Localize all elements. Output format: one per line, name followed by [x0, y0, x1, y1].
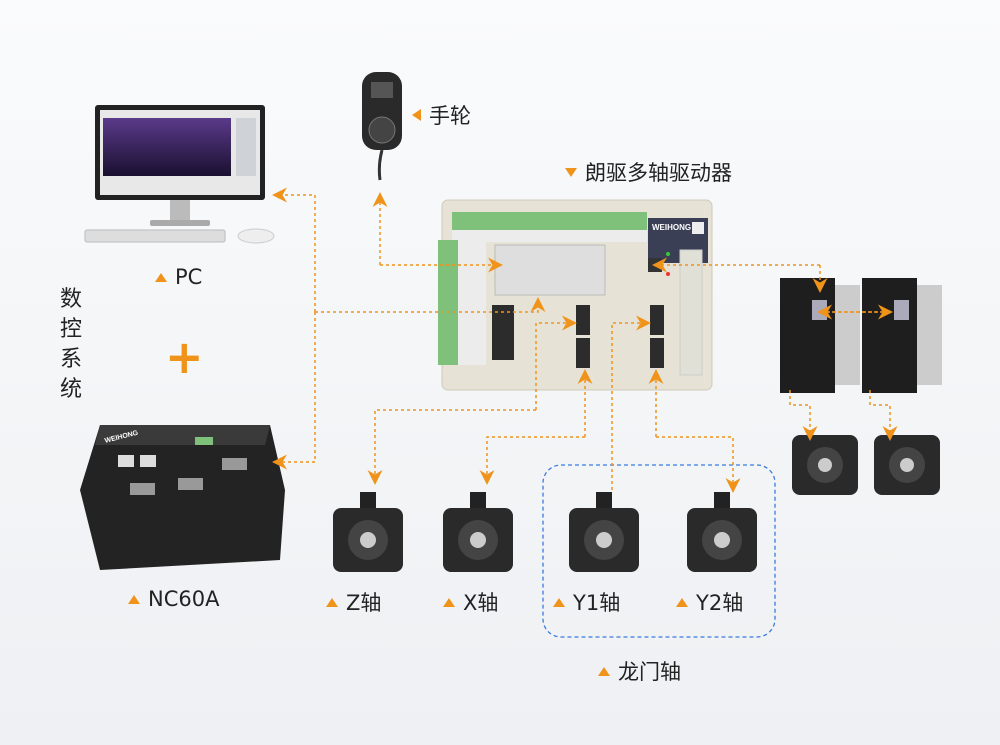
- x-axis-label: X轴: [443, 587, 498, 617]
- y1-axis-text: Y1轴: [573, 591, 621, 615]
- pc-image: [84, 105, 275, 244]
- pc-text: PC: [175, 265, 203, 289]
- driver-label: 朗驱多轴驱动器: [565, 157, 732, 187]
- y2-axis-label: Y2轴: [676, 587, 743, 617]
- gantry-group-border: [542, 464, 776, 638]
- handwheel-label: 手轮: [412, 100, 471, 130]
- connection-lines: [272, 187, 898, 493]
- handwheel-image: [362, 72, 402, 181]
- y2-axis-text: Y2轴: [696, 591, 744, 615]
- y1-axis-label: Y1轴: [553, 587, 620, 617]
- nc60a-label: NC60A: [128, 587, 219, 611]
- z-axis-text: Z轴: [346, 591, 382, 615]
- motors-image: [333, 435, 940, 572]
- x-axis-text: X轴: [463, 591, 499, 615]
- driver-brand-logo: WEIHONG: [652, 223, 692, 232]
- nc60a-text: NC60A: [148, 587, 220, 611]
- cnc-system-label: 数控系统: [60, 287, 83, 402]
- z-axis-label: Z轴: [326, 587, 381, 617]
- pc-label: PC: [155, 265, 202, 289]
- plus-sign: +: [165, 330, 204, 384]
- nc60a-image: [80, 425, 285, 570]
- driver-text: 朗驱多轴驱动器: [585, 161, 732, 185]
- handwheel-text: 手轮: [429, 104, 471, 128]
- gantry-axis-text: 龙门轴: [618, 660, 681, 684]
- multi-axis-driver-image: [438, 199, 713, 391]
- gantry-axis-label: 龙门轴: [598, 656, 681, 686]
- servo-drivers-image: [780, 278, 942, 393]
